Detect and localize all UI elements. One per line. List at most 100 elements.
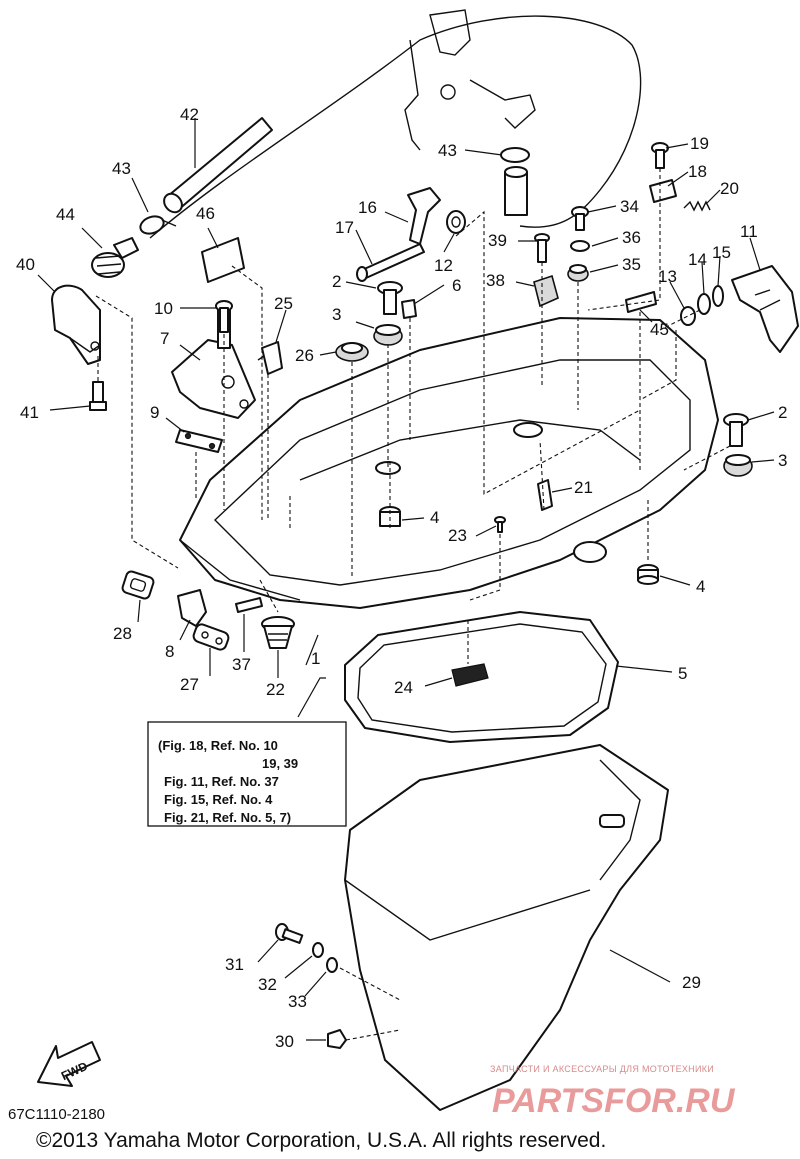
grommet-35 <box>567 264 589 282</box>
lever-11 <box>731 265 799 353</box>
callout-4: 4 <box>430 508 439 527</box>
gear-fitting-44 <box>91 237 139 278</box>
holder-8 <box>177 589 207 627</box>
callout-14: 14 <box>688 250 707 269</box>
washer-14 <box>697 293 711 315</box>
washer-36 <box>570 240 590 252</box>
bracket-7 <box>171 309 256 419</box>
callout-38: 38 <box>486 271 505 290</box>
callout-43: 43 <box>438 141 457 160</box>
washer-32 <box>312 942 324 958</box>
callout-27: 27 <box>180 675 199 694</box>
callout-39: 39 <box>488 231 507 250</box>
top-cowling-outline <box>149 9 642 239</box>
callout-5: 5 <box>678 664 687 683</box>
callout-8: 8 <box>165 642 174 661</box>
diagram-code: 67C1110-2180 <box>8 1106 105 1123</box>
callout-10: 10 <box>154 299 173 318</box>
note-line-5: Fig. 21, Ref. No. 5, 7) <box>164 810 291 825</box>
callout-4: 4 <box>696 577 705 596</box>
callout-7: 7 <box>160 329 169 348</box>
leader-lines <box>37 118 775 1041</box>
callout-11: 11 <box>740 222 758 241</box>
callout-42: 42 <box>180 105 199 124</box>
hose-42 <box>163 117 273 214</box>
callout-40: 40 <box>16 255 35 274</box>
note-line-4: Fig. 15, Ref. No. 4 <box>164 792 273 807</box>
bushing-13 <box>680 306 696 326</box>
nut-30 <box>327 1029 347 1049</box>
callout-36: 36 <box>622 228 641 247</box>
callout-28: 28 <box>113 624 132 643</box>
callout-15: 15 <box>712 243 731 262</box>
washer-15 <box>712 285 724 307</box>
collar-4-right <box>637 564 659 585</box>
spring-20 <box>683 200 711 212</box>
bolt-31 <box>275 923 304 944</box>
callout-44: 44 <box>56 205 75 224</box>
callout-24: 24 <box>394 678 413 697</box>
callout-31: 31 <box>225 955 244 974</box>
callout-29: 29 <box>682 973 701 992</box>
callout-26: 26 <box>295 346 314 365</box>
lever-16 <box>407 187 441 245</box>
copyright-notice: ©2013 Yamaha Motor Corporation, U.S.A. A… <box>36 1129 606 1152</box>
reference-note: (Fig. 18, Ref. No. 10 19, 39 Fig. 11, Re… <box>147 721 347 827</box>
callout-20: 20 <box>720 179 739 198</box>
screw-10 <box>215 300 233 333</box>
bolt-34 <box>571 206 589 231</box>
grommet-3-left <box>373 324 403 346</box>
callout-9: 9 <box>150 403 159 422</box>
screw-21 <box>537 479 553 511</box>
bottom-cowling-1 <box>179 317 719 609</box>
bolt-17 <box>356 243 425 282</box>
label-46 <box>201 237 245 283</box>
callout-19: 19 <box>690 134 709 153</box>
callout-30: 30 <box>275 1032 294 1051</box>
clip-25 <box>257 341 283 375</box>
callout-41: 41 <box>20 403 39 422</box>
apron-29 <box>344 744 669 1111</box>
callout-45: 45 <box>650 320 669 339</box>
callout-17: 17 <box>335 218 354 237</box>
callout-13: 13 <box>658 267 677 286</box>
cover-40 <box>51 284 101 365</box>
grommet-26 <box>335 342 369 362</box>
svg-text:ЗАПЧАСТИ И АКСЕССУАРЫ ДЛЯ МОТО: ЗАПЧАСТИ И АКСЕССУАРЫ ДЛЯ МОТОТЕХНИКИ <box>490 1064 714 1074</box>
note-line-1: (Fig. 18, Ref. No. 10 <box>158 738 278 753</box>
callout-1: 1 <box>311 649 320 668</box>
note-line-2: 19, 39 <box>262 756 298 771</box>
drain-fitting-22 <box>261 616 295 649</box>
callout-37: 37 <box>232 655 251 674</box>
callout-23: 23 <box>448 526 467 545</box>
bolt-2-left <box>377 281 403 315</box>
nut-6 <box>401 299 417 319</box>
callout-43: 43 <box>112 159 131 178</box>
callout-6: 6 <box>452 276 461 295</box>
plate-37 <box>235 597 263 613</box>
callout-2: 2 <box>332 272 341 291</box>
callout-2: 2 <box>778 403 787 422</box>
clamp-43-left <box>139 215 177 235</box>
washer-33 <box>326 957 338 973</box>
callout-35: 35 <box>622 255 641 274</box>
bolt-2-right <box>723 413 749 447</box>
bolt-41 <box>89 381 107 411</box>
clamp-43-center <box>500 147 530 216</box>
callout-3: 3 <box>778 451 787 470</box>
fwd-arrow-icon: FWD <box>37 1041 101 1087</box>
grommet-27 <box>192 623 230 651</box>
pad-38 <box>533 274 559 308</box>
callout-32: 32 <box>258 975 277 994</box>
callout-46: 46 <box>196 204 215 223</box>
watermark-logo: ЗАПЧАСТИ И АКСЕССУАРЫ ДЛЯ МОТОТЕХНИКИ PA… <box>490 1064 736 1120</box>
alignment-lines <box>95 168 731 1041</box>
svg-text:PARTSFOR.RU: PARTSFOR.RU <box>492 1082 736 1120</box>
plate-45 <box>625 291 657 313</box>
grommet-28 <box>121 570 155 600</box>
callout-33: 33 <box>288 992 307 1011</box>
callout-18: 18 <box>688 162 707 181</box>
callout-12: 12 <box>434 256 453 275</box>
plate-9 <box>175 429 223 453</box>
